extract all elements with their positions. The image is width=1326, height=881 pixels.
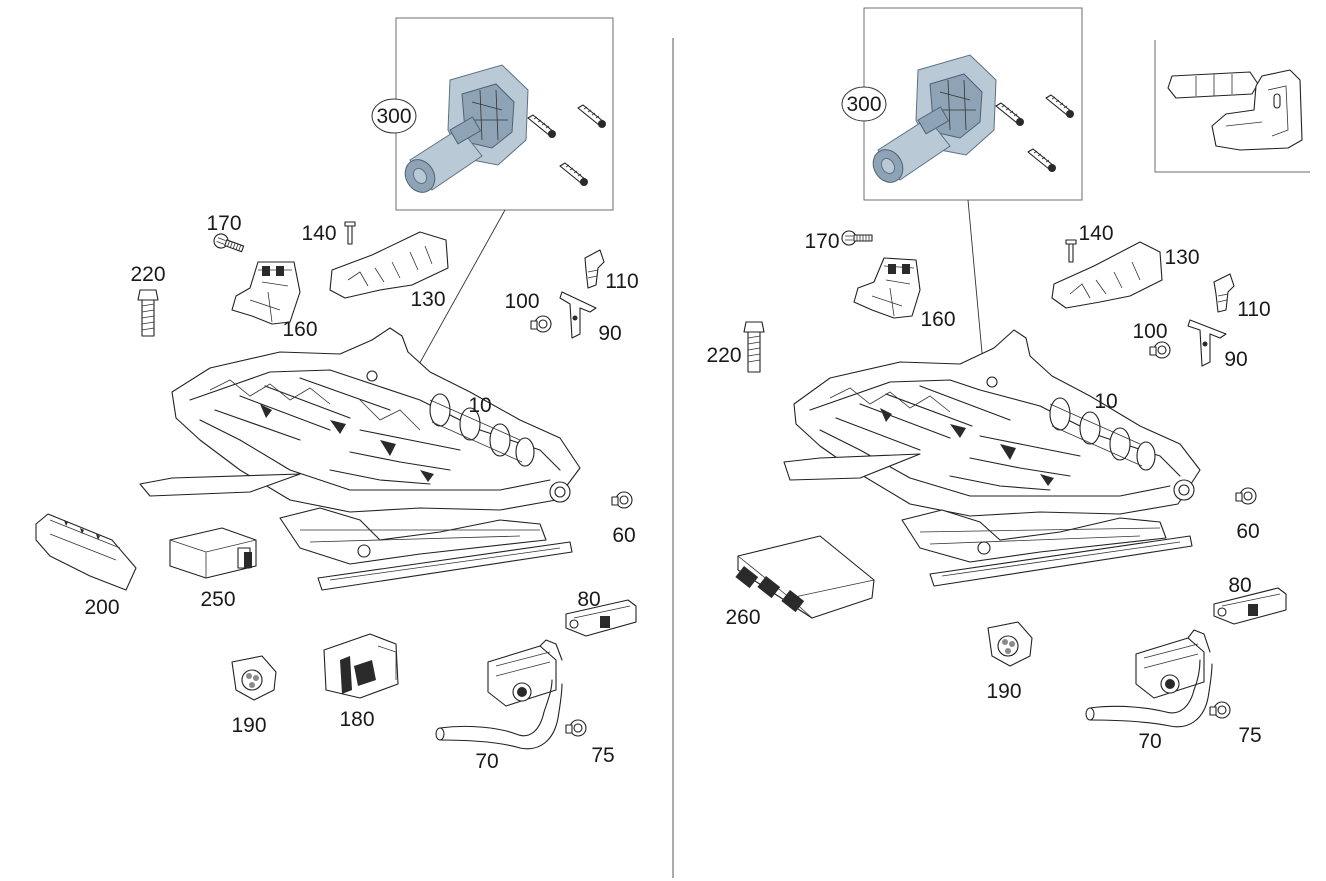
bolt-icon — [743, 321, 765, 373]
label-60: 60 — [612, 524, 635, 547]
label-220: 220 — [130, 263, 165, 286]
label-140: 140 — [301, 222, 336, 245]
screw-icon — [841, 230, 873, 246]
bracket-icon — [1187, 319, 1227, 367]
label-110: 110 — [605, 270, 638, 293]
bolt-icon — [995, 102, 1025, 127]
label-220: 220 — [706, 344, 741, 367]
label-100: 100 — [1132, 320, 1167, 343]
nut-icon — [565, 719, 587, 737]
nut-icon — [1235, 487, 1257, 505]
label-130: 130 — [410, 288, 445, 311]
bolt-icon — [527, 114, 557, 139]
nut-icon — [530, 315, 552, 333]
callout-bubble — [841, 86, 887, 122]
label-75: 75 — [1238, 724, 1261, 747]
clip-icon — [1213, 587, 1287, 625]
control-unit-part — [735, 535, 875, 619]
seat-cover-part — [329, 231, 449, 299]
label-170: 170 — [804, 230, 839, 253]
left-panel: 300 — [35, 17, 639, 773]
seat-switch-inset — [1154, 40, 1310, 173]
cable-part — [1085, 629, 1213, 728]
bracket-icon — [559, 291, 597, 339]
label-60: 60 — [1236, 520, 1259, 543]
sensor-part — [987, 621, 1033, 667]
seat-cover-part — [1051, 241, 1163, 309]
label-130: 130 — [1164, 246, 1199, 269]
label-300: 300 — [376, 105, 411, 128]
label-10: 10 — [1094, 390, 1117, 413]
sensor-part — [231, 655, 277, 701]
motor-icon — [866, 54, 997, 189]
label-160: 160 — [282, 318, 317, 341]
control-unit-part — [169, 527, 257, 579]
bolt-icon — [1045, 94, 1075, 119]
trim-cover-part — [35, 513, 137, 591]
label-260: 260 — [725, 606, 760, 629]
label-70: 70 — [1138, 730, 1161, 753]
nut-icon — [1149, 341, 1171, 359]
label-190: 190 — [986, 680, 1021, 703]
label-170: 170 — [206, 212, 241, 235]
seat-rail — [783, 453, 1193, 587]
label-200: 200 — [84, 596, 119, 619]
label-80: 80 — [1228, 574, 1251, 597]
clip-icon — [584, 249, 605, 289]
clip-icon — [565, 599, 637, 637]
nut-icon — [611, 491, 633, 509]
label-100: 100 — [504, 290, 539, 313]
label-75: 75 — [591, 744, 614, 767]
screw-icon — [211, 231, 246, 256]
label-90: 90 — [598, 322, 621, 345]
seat-rail — [139, 473, 573, 591]
label-300: 300 — [846, 93, 881, 116]
seat-frame — [171, 327, 581, 559]
label-190: 190 — [231, 714, 266, 737]
seat-frame — [793, 329, 1201, 517]
cable-part — [435, 639, 563, 750]
bolt-icon — [559, 162, 589, 187]
label-80: 80 — [577, 588, 600, 611]
bolt-icon — [1027, 148, 1057, 173]
label-180: 180 — [339, 708, 374, 731]
screw-icon — [344, 221, 356, 245]
clip-icon — [1213, 273, 1235, 313]
motor-icon — [398, 64, 529, 199]
label-90: 90 — [1224, 348, 1247, 371]
label-10: 10 — [468, 394, 491, 417]
bolt-icon — [137, 289, 159, 337]
label-160: 160 — [920, 308, 955, 331]
screw-icon — [1065, 239, 1077, 263]
label-140: 140 — [1078, 222, 1113, 245]
seat-bracket-part — [853, 257, 921, 319]
label-70: 70 — [475, 750, 498, 773]
bolt-icon — [577, 104, 607, 129]
label-250: 250 — [200, 588, 235, 611]
switch-part — [323, 633, 399, 699]
label-110: 110 — [1237, 298, 1270, 321]
right-panel: 300 — [706, 7, 1310, 753]
nut-icon — [1209, 701, 1231, 719]
seat-bracket-part — [231, 261, 301, 325]
callout-bubble — [371, 98, 417, 134]
